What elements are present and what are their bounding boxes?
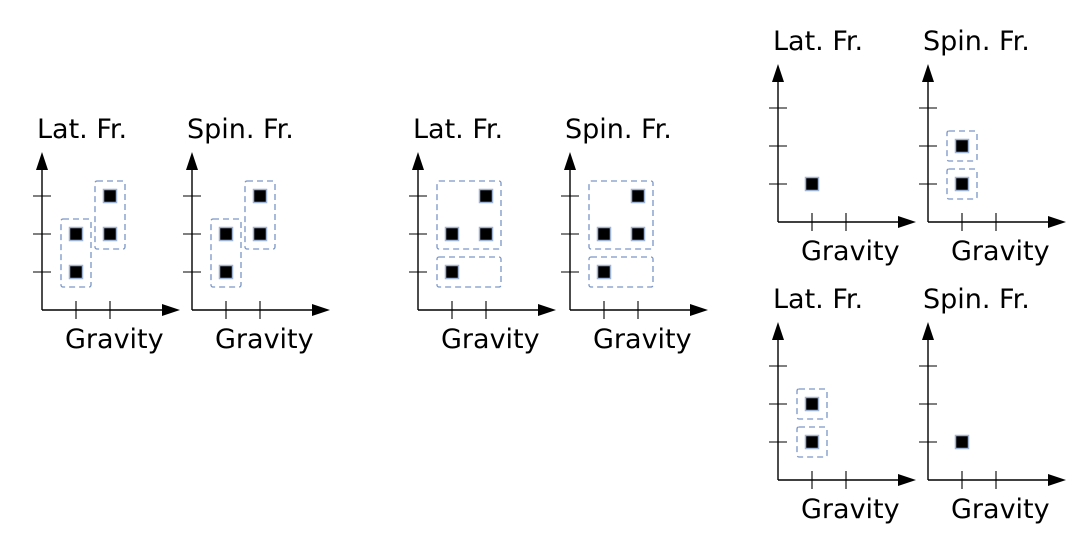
group-box — [436, 256, 502, 288]
data-point — [68, 264, 84, 280]
data-point — [804, 176, 820, 192]
x-axis-arrow — [1048, 216, 1066, 228]
group-box — [588, 180, 654, 250]
x-axis-label: Gravity — [801, 236, 900, 267]
data-point — [804, 434, 820, 450]
panel-c-top-spin: Spin. Fr. Gravity — [919, 26, 1066, 267]
data-point — [954, 176, 970, 192]
panel-c-bot-lat: Lat. Fr. Gravity — [769, 284, 916, 525]
data-point — [954, 434, 970, 450]
data-point — [218, 264, 234, 280]
data-point — [68, 226, 84, 242]
y-axis-label: Lat. Fr. — [773, 284, 863, 315]
y-axis-label: Lat. Fr. — [37, 114, 127, 145]
group-box — [946, 168, 978, 200]
data-point — [252, 188, 268, 204]
x-axis-label: Gravity — [65, 324, 164, 355]
y-axis-label: Spin. Fr. — [565, 114, 672, 145]
group-box — [94, 180, 126, 250]
data-point — [596, 264, 612, 280]
panel-a-spin: Spin. Fr. Gravity — [183, 114, 330, 355]
data-point — [954, 138, 970, 154]
y-axis-label: Spin. Fr. — [923, 26, 1030, 57]
data-point — [804, 396, 820, 412]
x-axis-label: Gravity — [951, 494, 1050, 525]
x-axis-arrow — [538, 304, 556, 316]
x-axis-arrow — [162, 304, 180, 316]
group-box — [796, 426, 828, 458]
data-point — [444, 264, 460, 280]
data-point — [630, 226, 646, 242]
panel-c-bot-spin: Spin. Fr. Gravity — [919, 284, 1066, 525]
y-axis-arrow — [186, 152, 198, 170]
y-axis-arrow — [772, 322, 784, 340]
group-box — [60, 218, 92, 288]
y-axis-label: Spin. Fr. — [923, 284, 1030, 315]
data-point — [252, 226, 268, 242]
data-point — [102, 226, 118, 242]
data-point — [478, 188, 494, 204]
y-axis-arrow — [564, 152, 576, 170]
data-point — [218, 226, 234, 242]
x-axis-label: Gravity — [951, 236, 1050, 267]
y-axis-arrow — [772, 64, 784, 82]
y-axis-arrow — [36, 152, 48, 170]
y-axis-label: Lat. Fr. — [413, 114, 503, 145]
y-axis-label: Spin. Fr. — [187, 114, 294, 145]
x-axis-arrow — [1048, 474, 1066, 486]
y-axis-arrow — [922, 322, 934, 340]
x-axis-arrow — [898, 216, 916, 228]
x-axis-arrow — [690, 304, 708, 316]
group-box — [588, 256, 654, 288]
y-axis-label: Lat. Fr. — [773, 26, 863, 57]
group-box — [946, 130, 978, 162]
panel-b-spin: Spin. Fr. Gravity — [561, 114, 708, 355]
y-axis-arrow — [922, 64, 934, 82]
group-box — [796, 388, 828, 420]
data-point — [444, 226, 460, 242]
panel-a-lat: Lat. Fr. Gravity — [33, 114, 180, 355]
group-box — [436, 180, 502, 250]
data-point — [630, 188, 646, 204]
x-axis-label: Gravity — [593, 324, 692, 355]
data-point — [102, 188, 118, 204]
group-box — [210, 218, 242, 288]
data-point — [478, 226, 494, 242]
x-axis-arrow — [898, 474, 916, 486]
x-axis-arrow — [312, 304, 330, 316]
x-axis-label: Gravity — [801, 494, 900, 525]
y-axis-arrow — [412, 152, 424, 170]
data-point — [596, 226, 612, 242]
group-box — [244, 180, 276, 250]
panel-c-top-lat: Lat. Fr. Gravity — [769, 26, 916, 267]
panel-b-lat: Lat. Fr. Gravity — [409, 114, 556, 355]
x-axis-label: Gravity — [215, 324, 314, 355]
x-axis-label: Gravity — [441, 324, 540, 355]
